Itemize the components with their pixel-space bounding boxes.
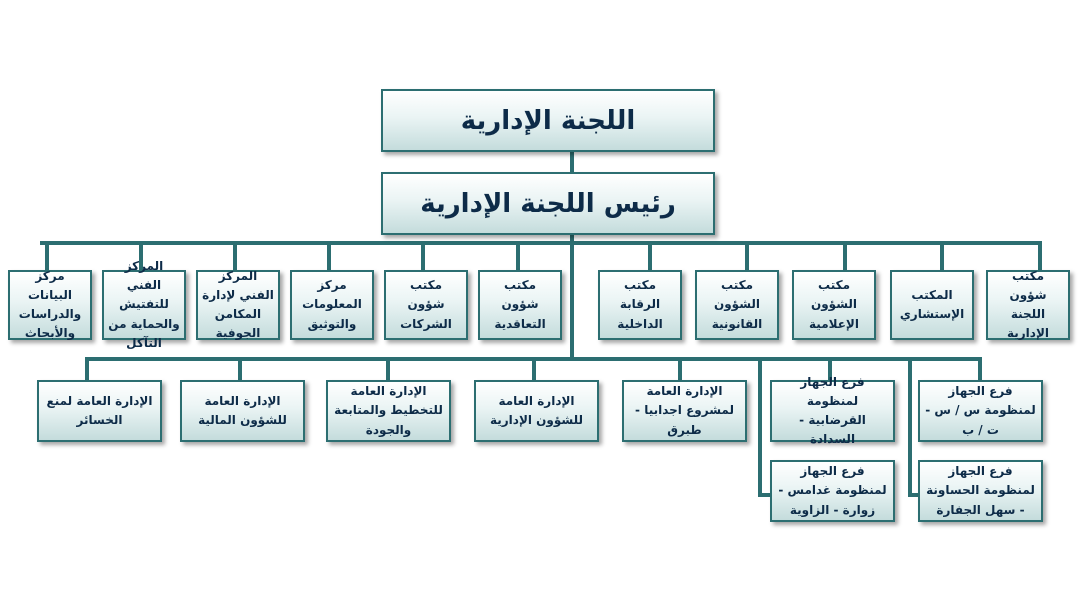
unit-companies-office: مكتب شؤون الشركات: [384, 270, 468, 340]
committee-head: رئيس اللجنة الإدارية: [420, 188, 676, 219]
unit-branch-system-2: فرع الجهاز لمنظومة القرضابية - السدادة: [770, 375, 895, 446]
unit-contracts-office: مكتب شؤون التعاقدية: [478, 270, 562, 340]
unit-information-center: مركز المعلومات والتوثيق: [290, 270, 374, 340]
unit-financial-affairs: الإدارة العامة للشؤون المالية: [180, 380, 305, 442]
unit-corrosion-center: المركز الفني للتفتيش والحماية من التآكل: [102, 259, 186, 350]
committee-title-box: اللجنة الإدارية: [381, 89, 715, 152]
unit-advisory-office: المكتب الإستشاري: [890, 270, 974, 340]
unit-planning-quality: الإدارة العامة للتخطيط والمتابعة والجودة: [326, 380, 451, 442]
committee-head-box: رئيس اللجنة الإدارية: [381, 172, 715, 235]
unit-reservoir-center: المركز الفني لإدارة المكامن الجوفية: [196, 269, 280, 340]
unit-branch-system-1: فرع الجهاز لمنظومة س / س - ت / ب: [918, 380, 1043, 442]
unit-loss-prevention: الإدارة العامة لمنع الخسائر: [37, 380, 162, 442]
unit-branch-system-3: فرع الجهاز لمنظومة الحساونة - سهل الجفار…: [918, 460, 1043, 522]
unit-data-center: مركز البيانات والدراسات والأبحاث: [8, 269, 92, 340]
unit-administrative-affairs: الإدارة العامة للشؤون الإدارية: [474, 380, 599, 442]
unit-ajdabiya-tobruk-project: الإدارة العامة لمشروع اجدابيا - طبرق: [622, 380, 747, 442]
unit-media-office: مكتب الشؤون الإعلامية: [792, 270, 876, 340]
unit-branch-system-4: فرع الجهاز لمنظومة غدامس - زوارة - الزاو…: [770, 460, 895, 522]
unit-committee-affairs-office: مكتب شؤون اللجنة الإدارية: [986, 269, 1070, 340]
unit-internal-audit-office: مكتب الرقابة الداخلية: [598, 270, 682, 340]
committee-title: اللجنة الإدارية: [460, 105, 636, 136]
unit-legal-office: مكتب الشؤون القانونية: [695, 270, 779, 340]
